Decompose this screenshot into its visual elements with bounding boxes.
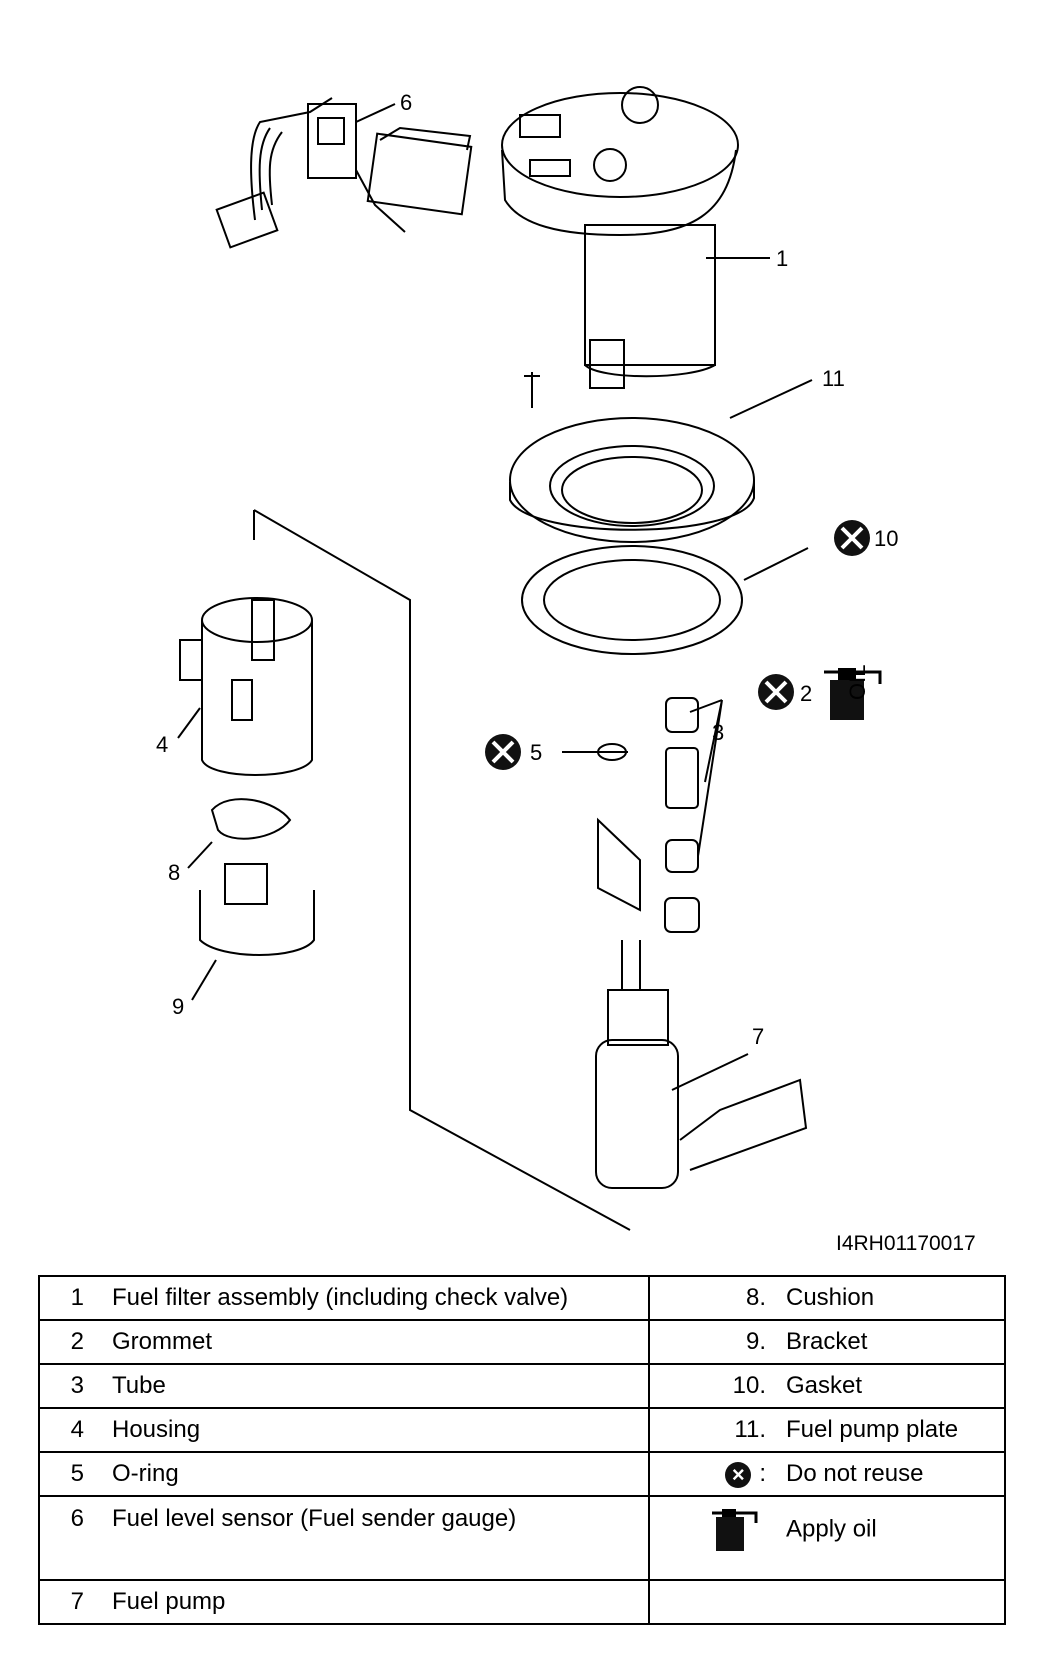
legend-text-10: Gasket xyxy=(786,1372,863,1399)
legend-text-7: Fuel pump xyxy=(112,1588,226,1615)
legend-text-11: Fuel pump plate xyxy=(786,1416,959,1443)
housing-part xyxy=(179,597,313,776)
fuel-pump-plate-part xyxy=(509,372,755,543)
legend-text-6: Fuel level sensor (Fuel sender gauge) xyxy=(112,1505,517,1532)
assembly-frame-line xyxy=(253,509,631,1231)
callout-11: 11 xyxy=(822,366,845,391)
tube-part xyxy=(597,697,723,933)
apply-oil-icon: OIL xyxy=(824,665,882,720)
callout-2: 2 xyxy=(800,681,812,706)
figure-code: I4RH01170017 xyxy=(836,1232,976,1255)
legend-text-1: Fuel filter assembly (including check va… xyxy=(112,1284,569,1311)
bracket-part xyxy=(199,863,315,956)
legend-text-5: O-ring xyxy=(112,1460,179,1487)
fuel-pump-part xyxy=(595,940,808,1189)
gasket-part xyxy=(521,545,743,655)
callout-3: 3 xyxy=(712,720,724,745)
callout-10: 10 xyxy=(874,526,898,551)
apply-oil-text: Apply oil xyxy=(786,1515,877,1543)
empty-cell xyxy=(648,1579,1006,1625)
callout-4: 4 xyxy=(156,732,168,757)
fuel-level-sensor-part xyxy=(215,97,473,249)
legend-text-2: Grommet xyxy=(112,1328,213,1355)
legend-text-4: Housing xyxy=(112,1416,201,1443)
fuel-filter-assembly-part xyxy=(501,86,739,389)
cushion-part xyxy=(210,798,292,840)
callout-1: 1 xyxy=(776,246,788,271)
callout-8: 8 xyxy=(168,860,180,885)
callout-7: 7 xyxy=(752,1024,764,1049)
callout-5: 5 xyxy=(530,740,542,765)
legend-text-8: Cushion xyxy=(786,1284,875,1311)
do-not-reuse-text: Do not reuse xyxy=(786,1459,924,1487)
callout-9: 9 xyxy=(172,994,184,1019)
legend-text-9: Bracket xyxy=(786,1328,868,1355)
do-not-reuse-icon: × xyxy=(725,1461,752,1488)
callout-6: 6 xyxy=(400,90,412,115)
oil-icon-text: OIL xyxy=(845,665,870,700)
exploded-view-diagram: OIL 6 1 11 10 2 3 5 4 8 9 7 xyxy=(156,86,898,1231)
legend-text-3: Tube xyxy=(112,1372,166,1399)
apply-oil-legend-icon xyxy=(712,1509,758,1551)
